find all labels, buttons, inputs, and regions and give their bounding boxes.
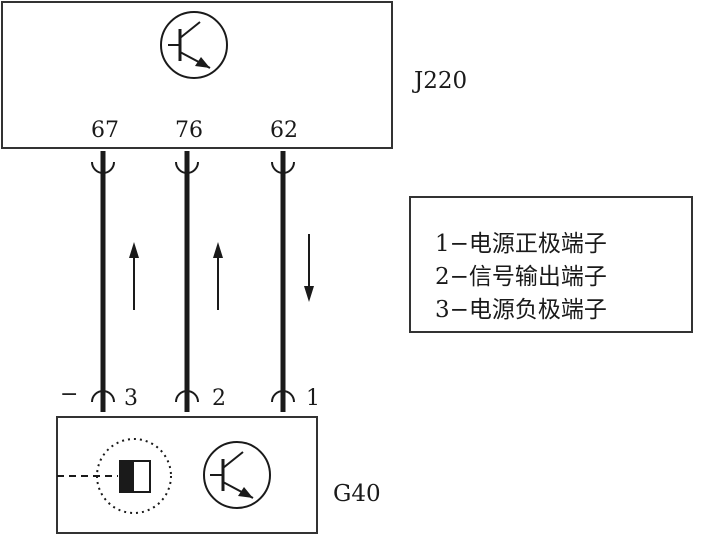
ecu-pin-label: 67 [91,118,119,143]
ecu-box [1,1,393,149]
sensor-pin-label: 2 [212,386,226,411]
arrow-down-icon [304,234,314,302]
legend-item: 1−电源正极端子 [435,231,607,257]
legend-item: 2−信号输出端子 [435,264,607,290]
hall-element-icon [57,438,172,514]
sensor-polarity: − [60,382,79,407]
arrow-up-icon [129,242,139,310]
transistor-icon [203,441,271,509]
legend-item: 3−电源负极端子 [435,297,607,323]
connector-bottom [91,390,295,403]
legend: 1−电源正极端子 2−信号输出端子 3−电源负极端子 [409,196,693,333]
ecu-pin-label: 62 [270,118,298,143]
arrow-up-icon [213,242,223,310]
sensor-pin-label: 1 [306,386,320,411]
connector-top [91,161,295,174]
transistor-icon [160,11,228,79]
signal-flow-arrows [129,234,314,310]
wires [100,151,286,412]
ecu-pin-label: 76 [175,118,203,143]
sensor-pin-label: 3 [124,386,138,411]
sensor-label: G40 [333,481,381,507]
ecu-label: J220 [414,68,468,94]
